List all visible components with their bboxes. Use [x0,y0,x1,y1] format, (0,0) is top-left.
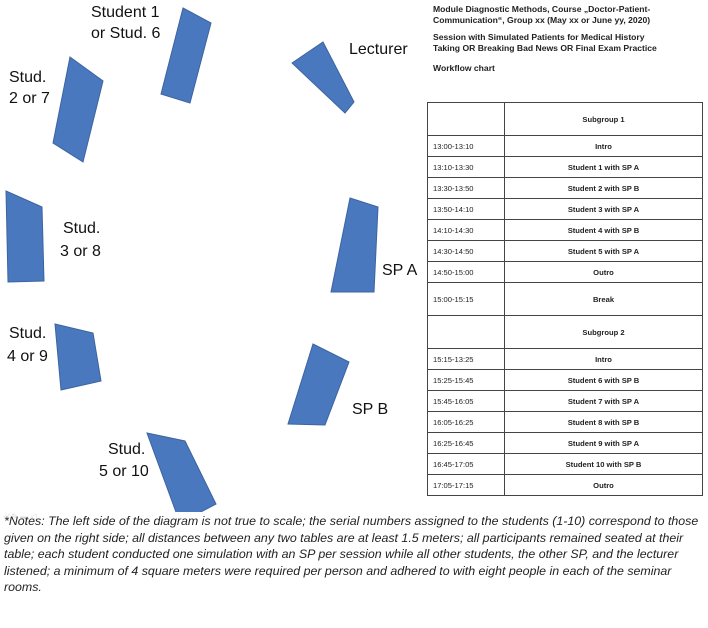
time-cell: 16:25-16:45 [427,432,505,454]
time-cell: 13:50-14:10 [427,198,505,220]
time-cell: 15:25-15:45 [427,369,505,391]
time-cell [427,315,505,349]
time-cell: 14:50-15:00 [427,261,505,283]
activity-cell: Subgroup 1 [504,102,703,136]
time-cell: 15:45-16:05 [427,390,505,412]
activity-cell: Student 4 with SP B [504,219,703,241]
label-lecturer: Lecturer [349,41,408,58]
activity-cell: Subgroup 2 [504,315,703,349]
activity-cell: Student 8 with SP B [504,411,703,433]
time-cell: 14:10-14:30 [427,219,505,241]
table-student-4 [54,323,102,391]
session-line-2: Taking OR Breaking Bad News OR Final Exa… [433,43,657,53]
time-cell: 15:00-15:15 [427,282,505,316]
label-sp-b: SP B [352,401,388,418]
activity-cell: Student 10 with SP B [504,453,703,475]
time-cell: 16:05-16:25 [427,411,505,433]
activity-cell: Student 3 with SP A [504,198,703,220]
label-student-1: Student 1 or Stud. 6 [91,4,164,42]
activity-cell: Intro [504,348,703,370]
chart-header: Module Diagnostic Methods, Course „Docto… [433,4,705,74]
session-line-1: Session with Simulated Patients for Medi… [433,32,645,42]
activity-cell: Outro [504,261,703,283]
table-sp-b [287,343,350,426]
notes: *Notes: The left side of the diagram is … [4,514,699,595]
table-student-2 [52,56,104,163]
table-sp-a [330,197,379,293]
time-cell: 16:45-17:05 [427,453,505,475]
table-student-1 [160,7,212,104]
activity-cell: Outro [504,474,703,496]
activity-cell: Break [504,282,703,316]
label-sp-a: SP A [382,262,418,279]
activity-cell: Student 5 with SP A [504,240,703,262]
workflow-title: Workflow chart [433,63,495,73]
table-student-5 [146,432,217,512]
time-cell: 14:30-14:50 [427,240,505,262]
activity-cell: Student 7 with SP A [504,390,703,412]
watermark-icons: ◁ ✎ ▬ ◁ [3,512,37,521]
module-line-1: Module Diagnostic Methods, Course „Docto… [433,4,651,14]
time-cell: 13:30-13:50 [427,177,505,199]
table-lecturer [291,41,355,114]
activity-cell: Intro [504,135,703,157]
time-cell: 15:15-13:25 [427,348,505,370]
label-student-3: Stud. 3 or 8 [60,220,105,260]
seating-diagram: Student 1 or Stud. 6 Stud. 2 or 7 Stud. … [5,4,418,512]
activity-cell: Student 6 with SP B [504,369,703,391]
table-student-3 [5,190,45,283]
label-student-5: Stud. 5 or 10 [99,441,150,480]
activity-cell: Student 2 with SP B [504,177,703,199]
subgroup-2-header: Subgroup 2 [427,315,703,349]
label-student-2: Stud. 2 or 7 [9,69,51,107]
time-cell [427,102,505,136]
activity-cell: Student 9 with SP A [504,432,703,454]
time-cell: 13:00-13:10 [427,135,505,157]
time-cell: 13:10-13:30 [427,156,505,178]
activity-cell: Student 1 with SP A [504,156,703,178]
subgroup-1-header: Subgroup 1 [427,102,703,136]
module-line-2: Communication“, Group xx (May xx or June… [433,15,651,25]
time-cell: 17:05-17:15 [427,474,505,496]
label-student-4: Stud. 4 or 9 [7,325,51,365]
